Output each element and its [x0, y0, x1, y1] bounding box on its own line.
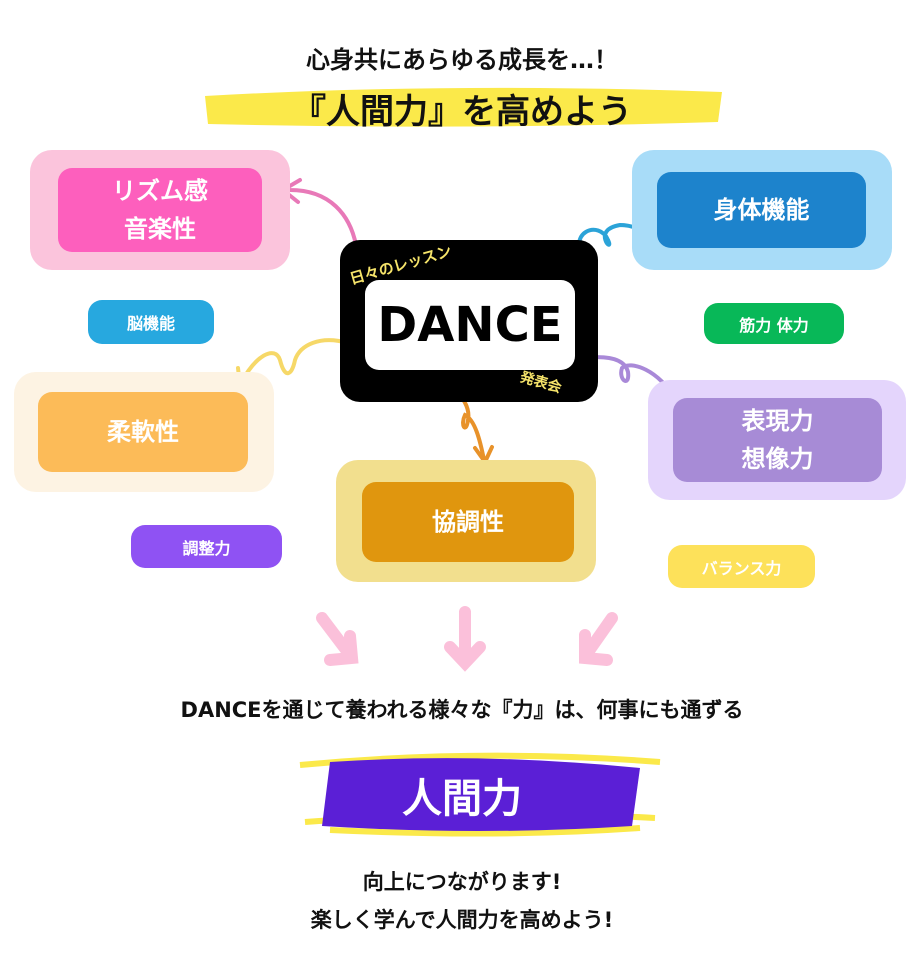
banner-title: 人間力 — [402, 776, 522, 822]
banner-brush — [322, 758, 640, 831]
arrow-to-rhythm — [279, 178, 358, 247]
flex-label: 柔軟性 — [38, 392, 248, 472]
coord-label: 協調性 — [362, 482, 574, 562]
dance-title: DANCE — [365, 280, 575, 370]
pill-brain: 脳機能 — [88, 300, 214, 344]
message: DANCEを通じて養われる様々な『力』は、何事にも通ずる — [180, 698, 744, 722]
header-highlight — [205, 87, 722, 127]
footer-line2: 楽しく学んで人間力を高めよう! — [310, 908, 614, 932]
rhythm-label: リズム感 音楽性 — [58, 168, 262, 252]
recital-label: 発表会 — [518, 369, 564, 397]
pill-adjust: 調整力 — [131, 525, 282, 568]
header-line1: 心身共にあらゆる成長を…！ — [306, 46, 618, 74]
dance-card: DANCE 日々のレッスン 発表会 — [340, 240, 598, 402]
down-arrows — [316, 606, 618, 672]
footer-line1: 向上につながります! — [362, 870, 562, 894]
body-label: 身体機能 — [657, 172, 866, 248]
header-line2: 『人間力』を高めよう — [292, 92, 632, 132]
pill-balance: バランス力 — [668, 545, 815, 588]
pill-strength: 筋力 体力 — [704, 303, 844, 344]
express-label: 表現力 想像力 — [673, 398, 882, 482]
